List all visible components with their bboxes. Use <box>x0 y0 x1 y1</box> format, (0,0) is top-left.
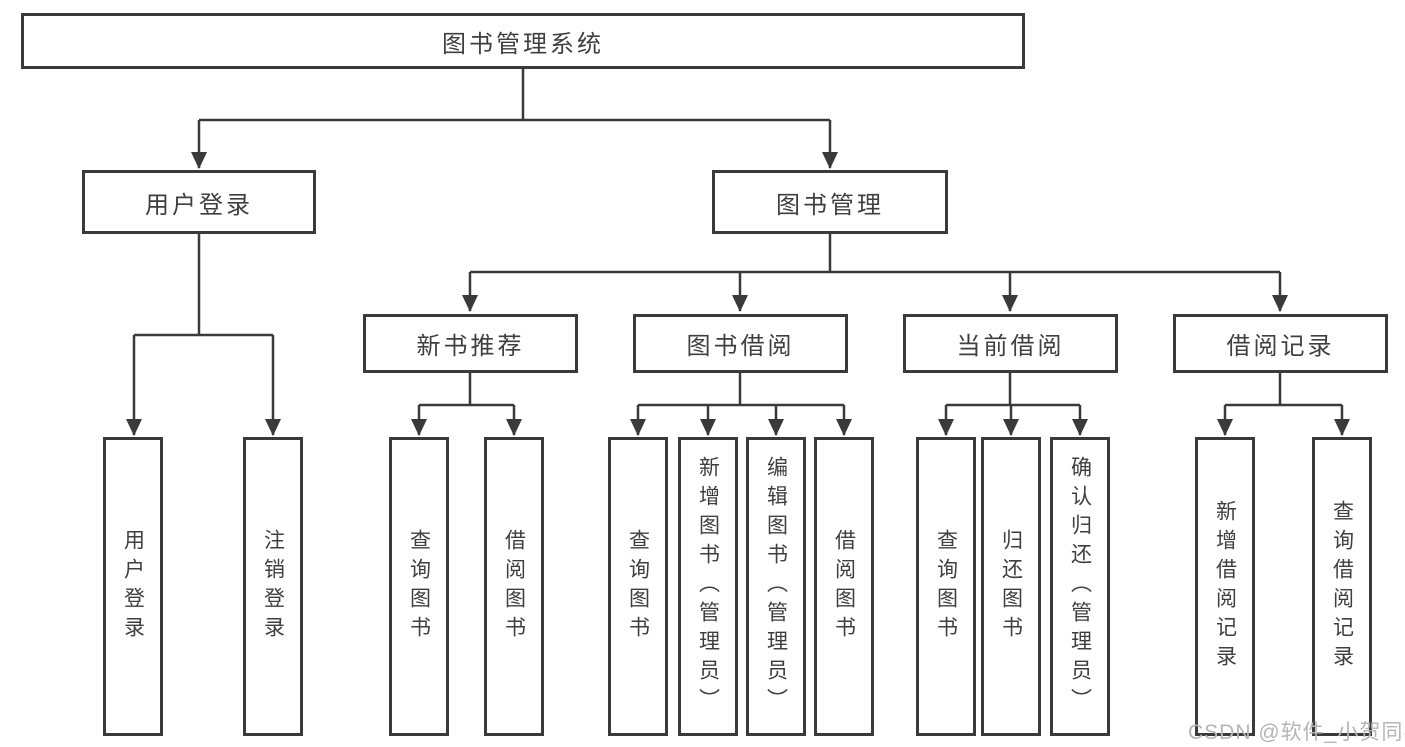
node-leaf-user-login: 用户登录 <box>103 437 163 736</box>
node-borrow-records: 借阅记录 <box>1173 314 1388 373</box>
node-leaf-return-books: 归还图书 <box>981 437 1041 736</box>
node-new-book-recommend: 新书推荐 <box>363 314 578 373</box>
node-leaf-query-books-borrow: 查询图书 <box>608 437 668 736</box>
node-book-management: 图书管理 <box>712 170 948 234</box>
node-leaf-edit-books-admin: 编辑图书（管理员） <box>746 437 806 736</box>
node-leaf-add-books-admin: 新增图书（管理员） <box>678 437 738 736</box>
node-leaf-query-books-current: 查询图书 <box>916 437 976 736</box>
node-leaf-add-borrow-record: 新增借阅记录 <box>1195 437 1255 736</box>
node-leaf-query-borrow-record: 查询借阅记录 <box>1312 437 1372 736</box>
node-current-borrow: 当前借阅 <box>903 314 1118 373</box>
csdn-watermark: CSDN @软件_小贺同学 <box>1188 721 1405 744</box>
node-leaf-borrow-books: 借阅图书 <box>814 437 874 736</box>
node-book-borrow: 图书借阅 <box>633 314 848 373</box>
node-user-login: 用户登录 <box>82 170 316 234</box>
node-leaf-confirm-return-admin: 确认归还（管理员） <box>1050 437 1110 736</box>
node-leaf-logout: 注销登录 <box>243 437 303 736</box>
connector-trunk <box>134 69 1342 407</box>
node-leaf-borrow-books-recommend: 借阅图书 <box>484 437 544 736</box>
node-library-management-system: 图书管理系统 <box>21 13 1025 69</box>
node-leaf-query-books-recommend: 查询图书 <box>389 437 449 736</box>
